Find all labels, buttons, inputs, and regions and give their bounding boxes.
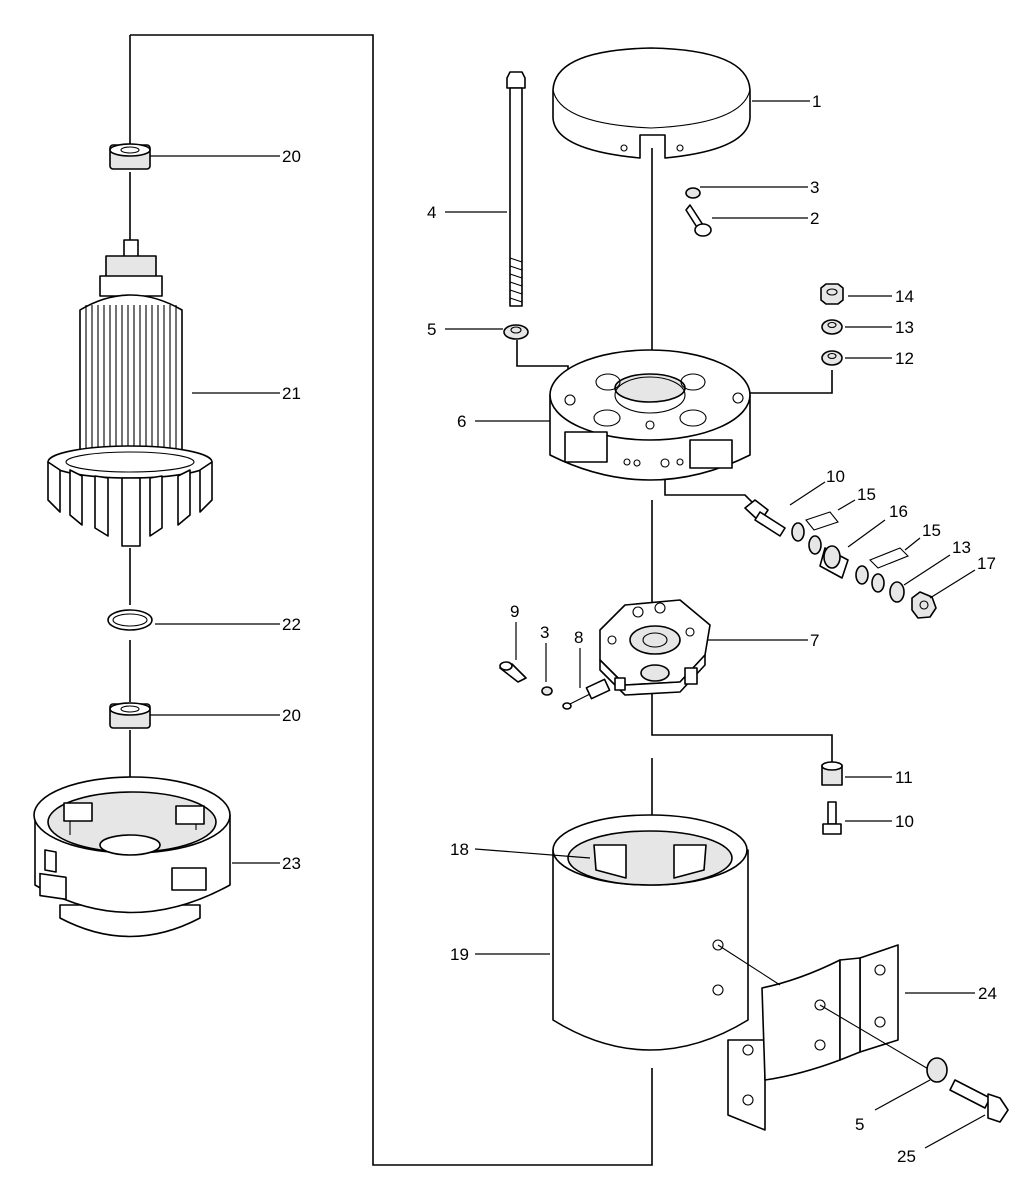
washer-15d	[871, 573, 885, 593]
ball-bearing-top	[109, 143, 151, 170]
leader-lines	[150, 100, 986, 1149]
callout-11: 11	[895, 768, 913, 787]
washer-12	[821, 350, 843, 366]
callout-7: 7	[810, 631, 819, 650]
bolt-10-side	[744, 499, 786, 537]
retaining-ring	[107, 609, 153, 631]
callout-18: 18	[450, 840, 469, 859]
callout-22: 22	[282, 615, 301, 634]
lock-washer-brush	[541, 686, 553, 696]
callout-labels: 20 21 22 20 23 1 3 2 4 5 6 14 13 12 10 1…	[282, 92, 997, 1166]
mounting-bracket	[717, 944, 931, 1131]
screw-band	[685, 204, 712, 237]
insulating-spacer	[819, 545, 849, 579]
callout-13-side: 13	[952, 538, 971, 557]
bolt-10-bottom	[822, 801, 842, 835]
washer-25	[926, 1057, 948, 1083]
callout-10-side: 10	[826, 467, 845, 486]
callout-5-bolt: 5	[427, 320, 436, 339]
callout-1: 1	[812, 92, 821, 111]
washer-15c	[855, 565, 869, 585]
washer-15b	[808, 535, 822, 555]
callout-3-band: 3	[810, 178, 819, 197]
carbon-brush	[562, 678, 611, 710]
callout-10-bottom: 10	[895, 812, 914, 831]
ball-bearing-bottom	[109, 702, 151, 729]
brush-plate	[599, 599, 711, 696]
callout-20-bottom: 20	[282, 706, 301, 725]
callout-14: 14	[895, 287, 914, 306]
callout-12: 12	[895, 349, 914, 368]
callout-25: 25	[897, 1147, 916, 1166]
callout-9: 9	[510, 602, 519, 621]
callout-16: 16	[889, 502, 908, 521]
washer-13-top	[821, 319, 843, 335]
callout-17: 17	[977, 554, 996, 573]
callout-20-top: 20	[282, 147, 301, 166]
end-housing	[33, 776, 231, 938]
hex-bolt-25	[949, 1079, 1009, 1123]
lock-washer-band	[685, 187, 701, 199]
callout-13-top: 13	[895, 318, 914, 337]
callout-4: 4	[427, 203, 436, 222]
clamp-band	[552, 47, 751, 159]
callout-8: 8	[574, 628, 583, 647]
screw-9	[499, 661, 527, 683]
callout-3-brush: 3	[540, 623, 549, 642]
nut-top	[820, 283, 844, 305]
callout-2: 2	[810, 209, 819, 228]
callout-15-right: 15	[922, 521, 941, 540]
brush-ring	[549, 349, 751, 481]
callout-19: 19	[450, 945, 469, 964]
assembly-flow-line	[130, 34, 653, 1166]
nut-17	[911, 591, 937, 619]
spacer-11	[821, 761, 843, 786]
callout-6: 6	[457, 412, 466, 431]
washer-15a	[791, 522, 805, 542]
field-housing	[552, 814, 749, 1051]
callout-23: 23	[282, 854, 301, 873]
callout-24: 24	[978, 984, 997, 1003]
callout-5-bracket: 5	[855, 1115, 864, 1134]
callout-15-left: 15	[857, 485, 876, 504]
armature	[47, 239, 213, 547]
pole-shoes	[593, 844, 707, 879]
long-bolt	[506, 71, 526, 307]
callout-21: 21	[282, 384, 301, 403]
washer-13-side	[889, 581, 905, 603]
washer-bolt	[503, 324, 529, 340]
